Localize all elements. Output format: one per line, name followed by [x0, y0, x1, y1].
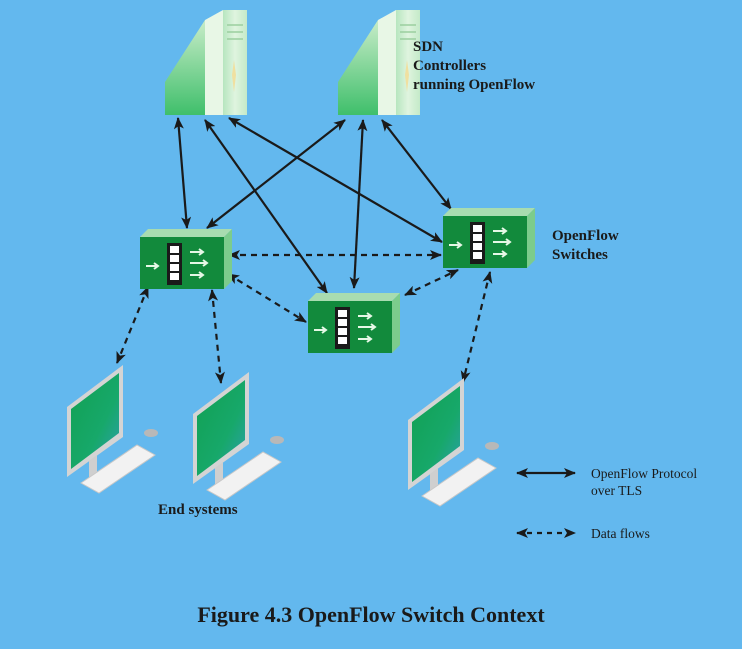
dataflow-sleft-pc2 [208, 289, 225, 384]
sdn-controller-1 [165, 10, 247, 115]
sdn-controller-2 [338, 10, 420, 115]
figure-caption: Figure 4.3 OpenFlow Switch Context [197, 602, 545, 627]
dataflow-sright-pc3 [460, 271, 493, 383]
openflow-link-c2-smiddle [349, 119, 368, 289]
end-system-pc-2 [193, 372, 284, 501]
openflow-link-c2-sright [381, 119, 452, 210]
openflow-link-c2-sleft [206, 119, 346, 229]
switches-label-line1: OpenFlow [552, 228, 619, 244]
legend-protocol-label: OpenFlow Protocol over TLS [591, 465, 697, 499]
controllers-label-line3: running OpenFlow [413, 77, 536, 93]
switches-label-line2: Switches [552, 247, 608, 263]
dataflow-sleft-smiddle [227, 273, 307, 323]
legend-data-label: Data flows [591, 526, 650, 541]
dataflow-sleft-pc1 [115, 286, 150, 364]
controllers-label-line2: Controllers [413, 58, 487, 74]
openflow-switch-left [140, 229, 232, 289]
openflow-link-c1-sright [228, 117, 443, 243]
end-systems-label: End systems [158, 502, 238, 518]
dataflow-smiddle-sright [404, 269, 459, 296]
controllers-label: SDN Controllers running OpenFlow [413, 38, 535, 95]
legend-protocol-line1: OpenFlow Protocol [591, 466, 698, 481]
end-system-pc-1 [67, 365, 158, 494]
controllers-label-line1: SDN [413, 39, 444, 55]
openflow-switch-middle [308, 293, 400, 353]
switches-label: OpenFlow Switches [552, 227, 619, 265]
legend-protocol-line2: over TLS [591, 483, 643, 498]
openflow-link-c1-sleft [173, 117, 192, 229]
server-side [165, 20, 205, 115]
end-system-pc-3 [408, 378, 499, 507]
openflow-switch-right [443, 208, 535, 268]
